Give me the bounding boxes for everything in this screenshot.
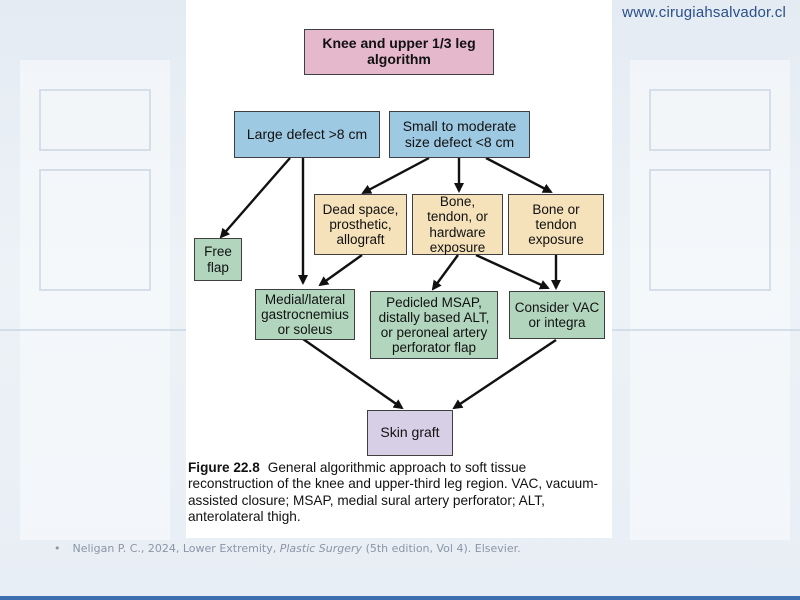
pedicled-flap-box: Pedicled MSAP, distally based ALT, or pe… [370, 291, 498, 359]
arrow-small-to-bonetendon [485, 156, 553, 194]
footer-accent-bar [0, 596, 800, 600]
citation: • Neligan P. C., 2024, Lower Extremity, P… [54, 542, 521, 555]
consider-vac-box: Consider VAC or integra [509, 291, 605, 339]
arrow-small-to-deadspace [361, 156, 430, 195]
arrow-bonehardware-to-vac [475, 253, 550, 290]
bone-tendon-exposure-box: Bone or tendon exposure [508, 194, 604, 255]
gastrocnemius-box: Medial/lateral gastrocnemius or soleus [255, 289, 355, 340]
citation-edition: (5th edition, Vol 4). Elsevier. [362, 542, 521, 555]
small-defect-box: Small to moderate size defect <8 cm [389, 111, 530, 158]
arrow-large-to-free [219, 157, 291, 239]
citation-book-title: Plastic Surgery [279, 542, 363, 555]
arrow-bonehardware-to-pedicled [431, 254, 459, 291]
citation-bullet: • [54, 542, 61, 555]
free-flap-box: Free flap [194, 238, 242, 281]
figure-label: Figure 22.8 [188, 460, 260, 475]
skin-graft-box: Skin graft [367, 410, 453, 456]
arrow-vac-to-skingraft [452, 339, 557, 410]
figure-panel: Knee and upper 1/3 leg algorithm Large d… [186, 0, 612, 538]
bone-hardware-exposure-box: Bone, tendon, or hardware exposure [412, 194, 503, 255]
dead-space-box: Dead space, prosthetic, allograft [314, 194, 407, 255]
large-defect-box: Large defect >8 cm [234, 111, 380, 158]
caption-text: General algorithmic approach to soft tis… [188, 460, 599, 524]
algorithm-title-box: Knee and upper 1/3 leg algorithm [304, 29, 494, 75]
citation-authors: Neligan P. C., 2024, Lower Extremity, [72, 542, 280, 555]
arrow-deadspace-to-gastrocnemius [318, 254, 363, 287]
flowchart-arrows [219, 156, 561, 410]
website-watermark: www.cirugiahsalvador.cl [622, 4, 786, 21]
arrow-gastrocnemius-to-skingraft [302, 338, 404, 410]
